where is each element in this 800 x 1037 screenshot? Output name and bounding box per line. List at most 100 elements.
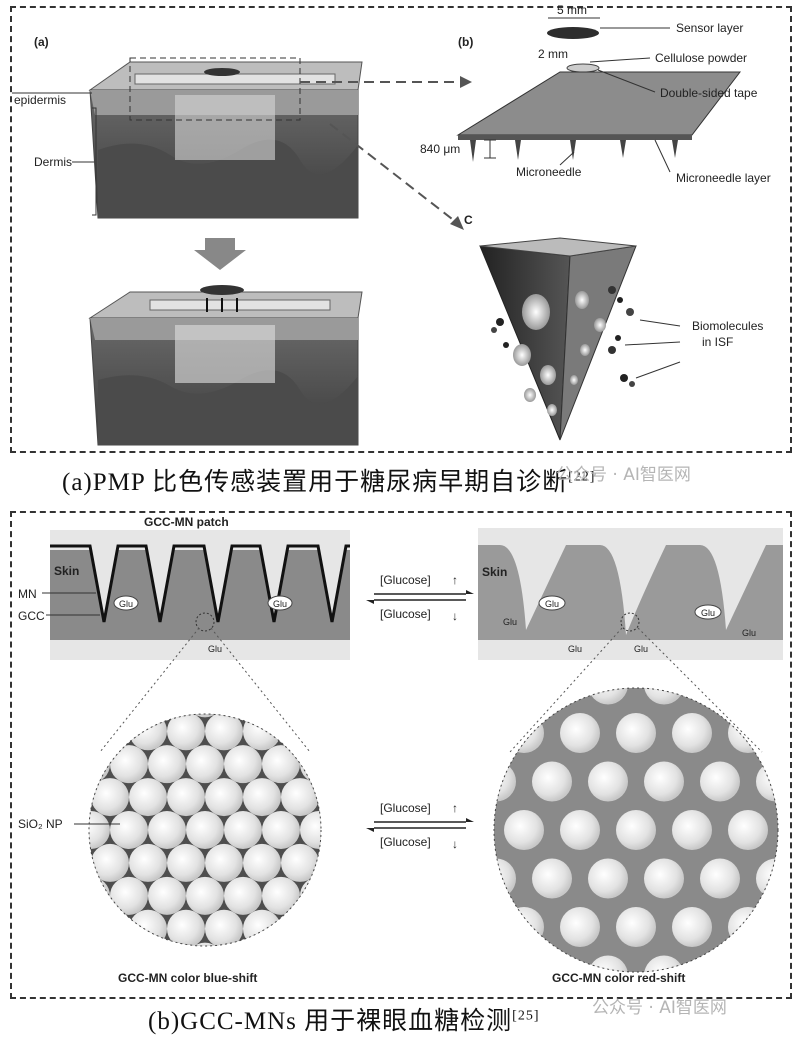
sio2-sphere (616, 713, 656, 754)
sio2-sphere (700, 688, 740, 705)
sio2-sphere (15, 910, 53, 948)
microneedle-layer-label: Microneedle layer (676, 171, 771, 185)
sio2-sphere (167, 778, 205, 817)
epidermis-label: epidermis (14, 93, 66, 107)
lattice-blue-shift (0, 646, 433, 1014)
sio2-sphere (376, 679, 414, 717)
sio2-sphere (167, 909, 205, 946)
sio2-sphere (300, 876, 321, 915)
sio2-sphere (728, 713, 768, 754)
glucose-up-mid: [Glucose] (380, 801, 431, 815)
sio2-sphere (338, 745, 376, 783)
double-sided-tape-label: Double-sided tape (660, 86, 758, 100)
sio2-sphere (0, 877, 34, 915)
sio2-sphere (300, 745, 321, 784)
sio2-sphere (281, 778, 319, 817)
sio2-sphere (224, 811, 262, 849)
sio2-sphere (148, 745, 186, 784)
caption-a-text: (a)PMP 比色传感装置用于糖尿病早期自诊断 (62, 469, 569, 496)
sio2-sphere (53, 976, 91, 1014)
sio2-sphere (89, 909, 91, 946)
sio2-sphere (532, 761, 572, 802)
sio2-sphere (395, 646, 433, 684)
sio2-sphere (167, 714, 205, 751)
sio2-sphere (392, 907, 432, 947)
sio2-sphere (494, 688, 516, 705)
sio2-sphere (15, 778, 53, 816)
sio2-sphere (357, 646, 395, 684)
sio2-sphere (644, 761, 684, 802)
sio2-sphere (224, 745, 262, 784)
sensor-layer-label: Sensor layer (676, 21, 743, 35)
microneedle-label: Microneedle (516, 165, 582, 179)
sio2-sphere (644, 858, 684, 899)
dim-5mm: 5 mm (557, 3, 587, 17)
sio2-sphere (243, 714, 281, 751)
glu-right-2: Glu (701, 608, 715, 618)
glucose-down-mid: [Glucose] (380, 835, 431, 849)
sio2-sphere (504, 713, 544, 754)
sio2-sphere (532, 688, 572, 705)
glu-left-1: Glu (119, 599, 133, 609)
sio2-sphere (392, 616, 432, 656)
patch-title: GCC-MN patch (144, 515, 229, 529)
skin-right-label: Skin (482, 565, 507, 579)
in-isf-label: in ISF (702, 335, 733, 349)
sio2-sphere (89, 942, 110, 946)
sio2-sphere (281, 714, 319, 751)
sio2-sphere (0, 943, 34, 981)
sio2-sphere (91, 778, 129, 817)
panel-b (10, 511, 792, 999)
sio2-sphere (15, 844, 53, 882)
sio2-sphere (89, 745, 110, 784)
panel-c-tag: C (464, 213, 473, 227)
sio2-sphere (728, 906, 768, 947)
sio2-sphere (300, 942, 321, 946)
sio2-sphere (110, 876, 148, 915)
sio2-sphere (89, 843, 91, 882)
sio2-sphere (205, 843, 243, 882)
dim-2mm: 2 mm (538, 47, 568, 61)
sio2-sphere (34, 877, 72, 915)
biomolecule-pointer-2 (624, 341, 681, 346)
biomolecule-pointer-1 (639, 319, 681, 327)
sio2-sphere (672, 906, 712, 947)
sio2-sphere (448, 713, 488, 753)
sio2-sphere (420, 955, 460, 995)
red-shift-label: GCC-MN color red-shift (552, 971, 685, 985)
sio2-sphere (281, 909, 319, 946)
sio2-sphere (672, 810, 712, 850)
sio2-sphere (129, 843, 167, 882)
patch-left (50, 530, 350, 660)
sio2-sphere (262, 745, 300, 784)
sio2-sphere (319, 778, 321, 817)
sio2-sphere (224, 714, 262, 718)
sio2-sphere (34, 745, 72, 783)
sio2-sphere (338, 679, 376, 717)
sio2-sphere (0, 679, 34, 717)
sio2-sphere (319, 909, 321, 946)
down-arrow-icon (194, 238, 246, 270)
sio2-sphere (588, 858, 628, 899)
caption-a-ref: [22] (568, 469, 596, 485)
cellulose-powder-label: Cellulose powder (655, 51, 747, 65)
sio2-sphere (784, 907, 800, 947)
sio2-sphere (338, 877, 376, 915)
sio2-sphere (644, 688, 684, 705)
sio2-sphere (262, 811, 300, 849)
sio2-sphere (420, 858, 460, 898)
sio2-sphere (243, 843, 281, 882)
glu-right-3: Glu (503, 617, 517, 627)
dermis-label: Dermis (34, 155, 72, 169)
sio2-sphere (243, 778, 281, 817)
sio2-sphere (700, 761, 740, 802)
sio2-sphere (262, 942, 300, 946)
sio2-sphere (110, 811, 148, 849)
glu-right-4: Glu (742, 628, 756, 638)
caption-b: (b)GCC-MNs 用于裸眼血糖检测[25] (148, 1001, 539, 1037)
sio2-sphere (504, 810, 544, 850)
glu-left-2: Glu (273, 599, 287, 609)
sio2-sphere (148, 714, 186, 718)
glucose-up-top: [Glucose] (380, 573, 431, 587)
sio2-sphere (129, 714, 167, 751)
